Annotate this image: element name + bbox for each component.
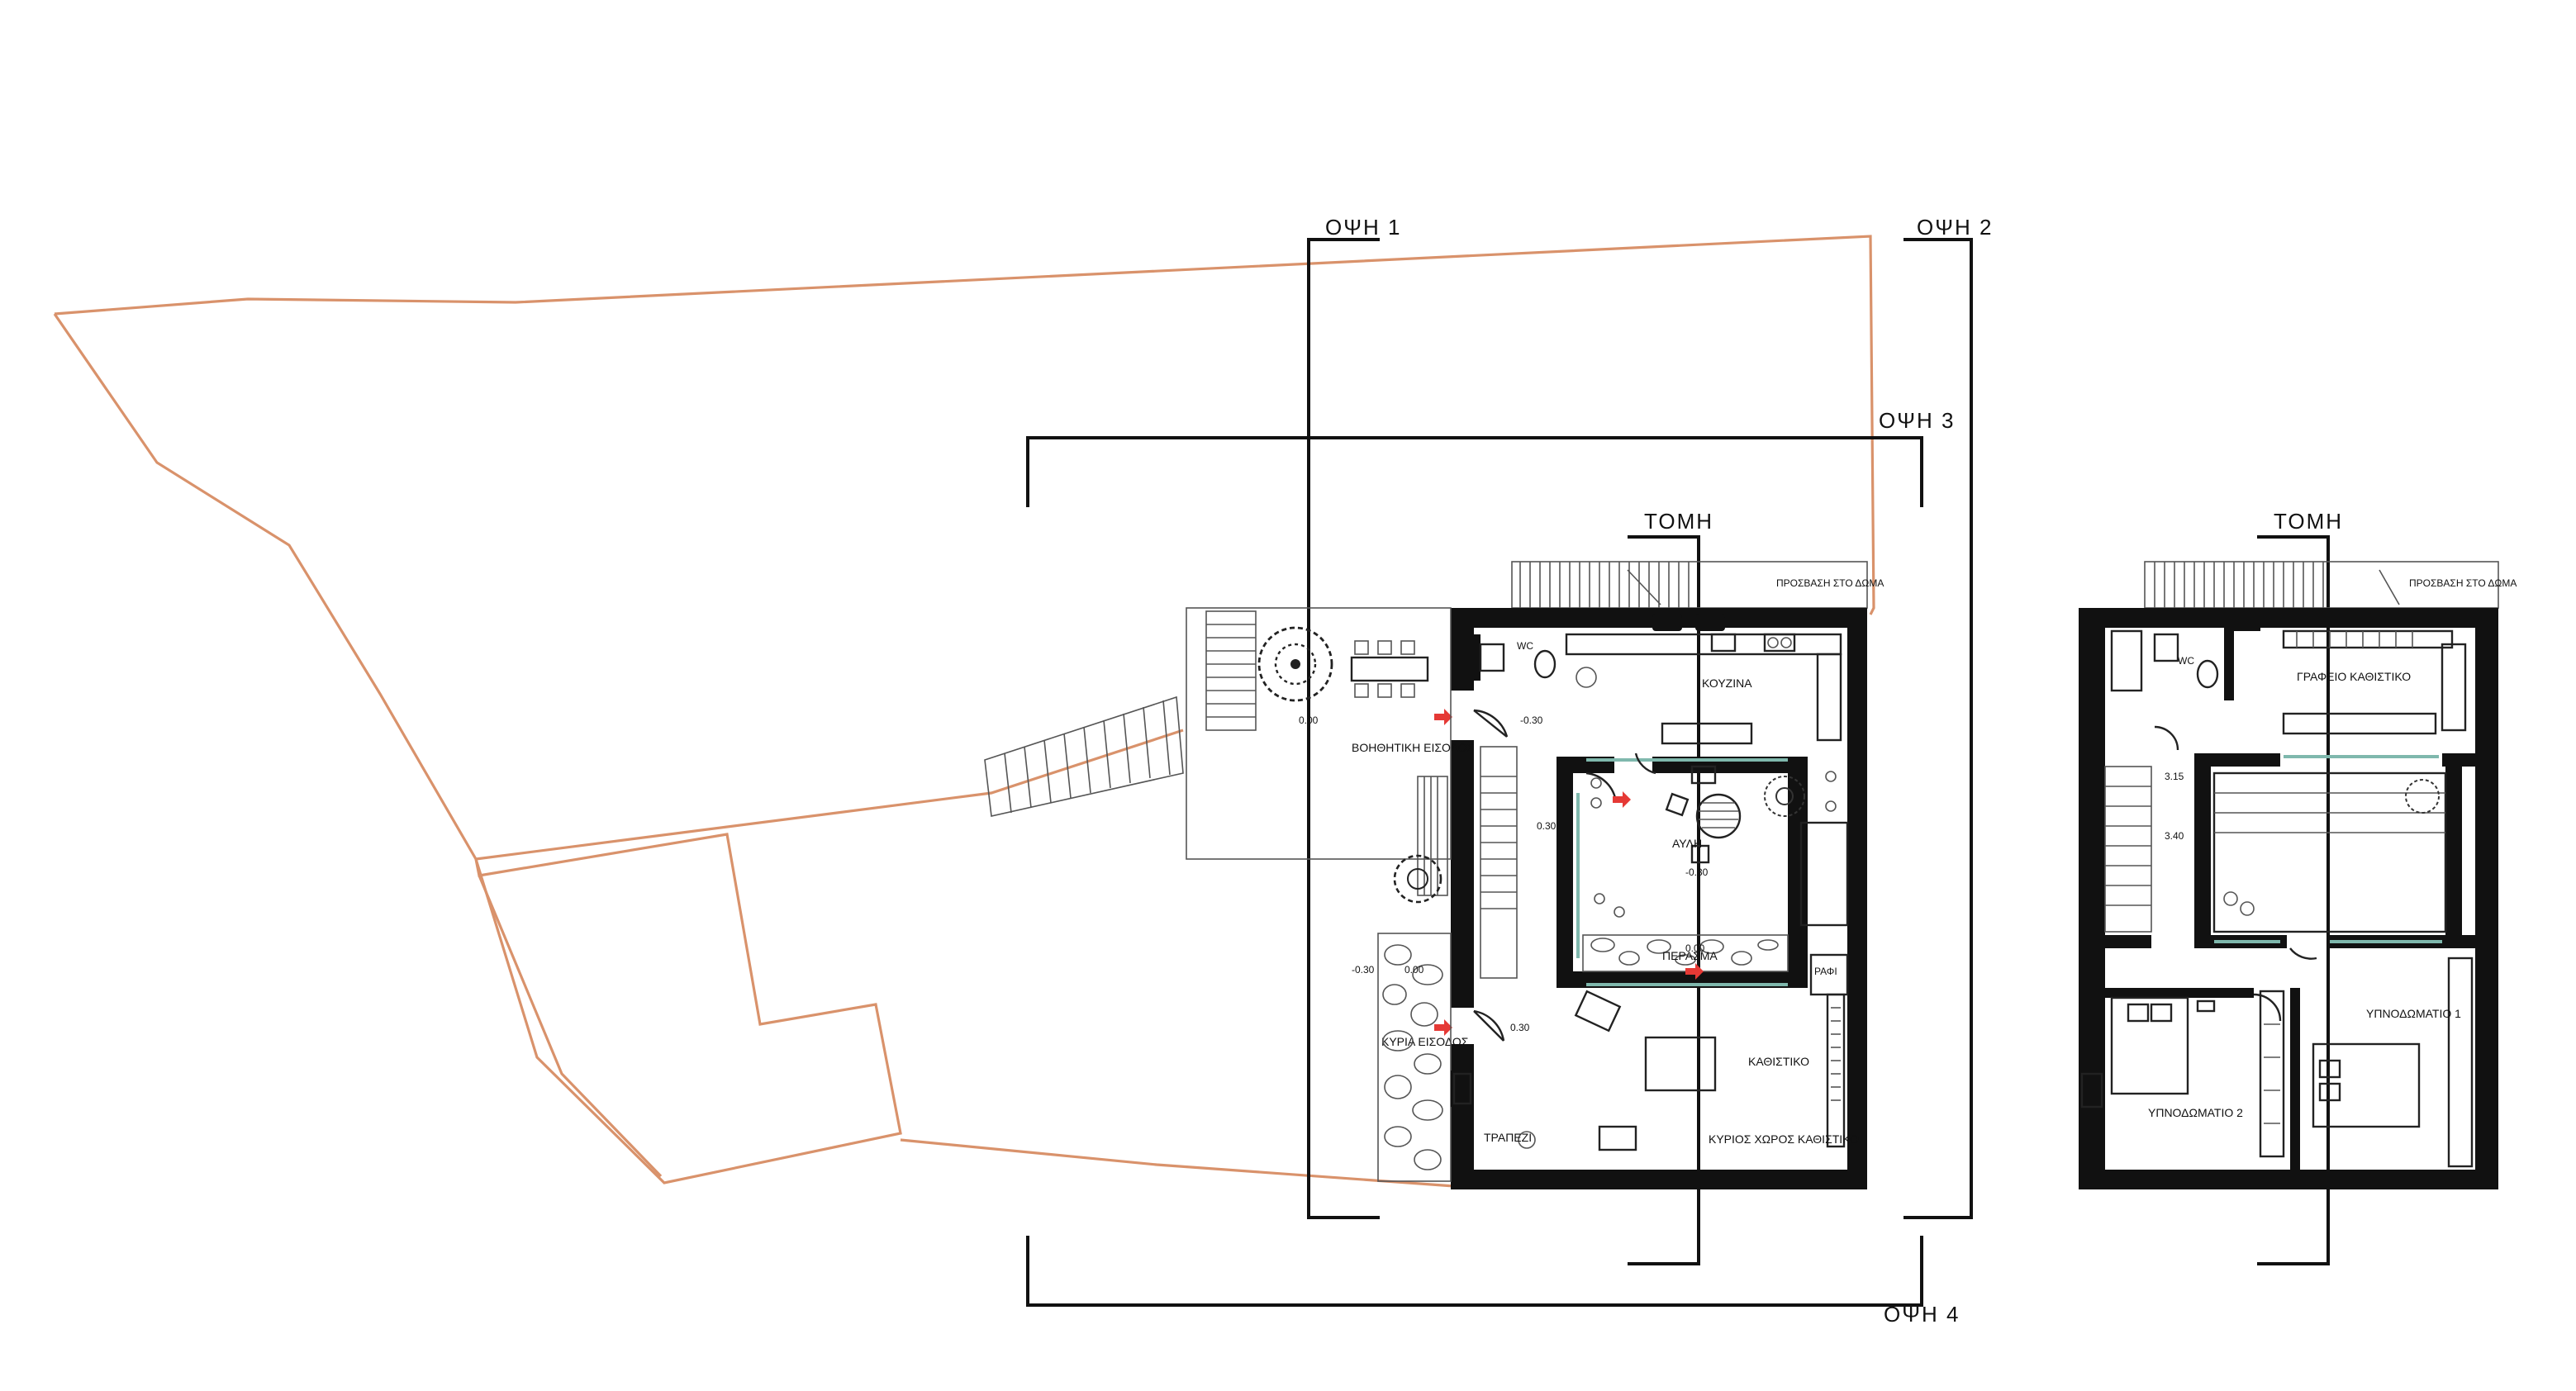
section-cut-ground-label: ΤΟΜΗ [1644,509,1713,534]
svg-text:0.30: 0.30 [1537,820,1557,832]
workspace-label: ΓΡΑΦΕΙΟ ΚΑΘΙΣΤΙΚΟ [2297,670,2411,683]
svg-text:-0.30: -0.30 [1520,714,1543,726]
section-cut-ground: ΤΟΜΗ [1628,509,1713,1265]
ground-levels: 0.00 -0.30 0.30 -0.30 0.00 -0.30 0.00 0.… [1299,714,1709,1033]
view-1-label: ΟΨΗ 1 [1325,215,1401,240]
courtyard: ΑΥΛΗ [1590,765,1849,927]
svg-text:-0.30: -0.30 [1685,866,1709,878]
bedroom-2-label: ΥΠΝΟΔΩΜΑΤΙΟ 2 [2148,1106,2243,1119]
upper-roof-access-label: ΠΡΟΣΒΑΣΗ ΣΤΟ ΔΩΜΑ [2409,577,2517,589]
bedroom-1-label: ΥΠΝΟΔΩΜΑΤΙΟ 1 [2366,1007,2461,1020]
upper-roof-access: ΠΡΟΣΒΑΣΗ ΣΤΟ ΔΩΜΑ [2144,561,2517,609]
view-3-label: ΟΨΗ 3 [1879,408,1955,433]
upper-wc-label: WC [2178,655,2194,667]
bedroom-1: ΥΠΝΟΔΩΜΑΤΙΟ 1 [2259,957,2474,1168]
upper-floor-plan: ΠΡΟΣΒΑΣΗ ΣΤΟ ΔΩΜΑ [2079,561,2517,1189]
living-label: ΚΑΘΙΣΤΙΚΟ [1748,1055,1809,1068]
bedroom-2: ΥΠΝΟΔΩΜΑΤΙΟ 2 [2079,996,2243,1119]
roof-access-label: ΠΡΟΣΒΑΣΗ ΣΤΟ ΔΩΜΑ [1776,577,1884,589]
section-cut-upper-label: ΤΟΜΗ [2274,509,2343,534]
svg-text:0.30: 0.30 [1510,1022,1530,1033]
exterior-terrace [984,607,1474,1182]
ground-floor-plan: ΠΡΟΣΒΑΣΗ ΣΤΟ ΔΩΜΑ [984,561,1884,1189]
upper-glazing [2214,755,2442,943]
passage-label: ΠΕΡΑΣΜΑ [1662,949,1718,962]
svg-text:0.00: 0.00 [1299,714,1319,726]
view-line-2: ΟΨΗ 2 [1903,215,1993,1219]
workspace: ΓΡΑΦΕΙΟ ΚΑΘΙΣΤΙΚΟ [2212,629,2467,933]
upper-walls [2079,608,2498,1189]
svg-text:-0.30: -0.30 [1352,964,1375,976]
view-line-4: ΟΨΗ 4 [1026,1236,1960,1327]
ground-glazing [1576,758,1788,986]
svg-text:0.00: 0.00 [1404,964,1424,976]
svg-text:3.40: 3.40 [2165,830,2184,842]
upper-wc: WC [2110,629,2219,692]
site-outline [53,235,1875,1188]
ground-walls [1451,608,1867,1189]
upper-levels: 3.15 3.40 [2165,771,2184,842]
courtyard-label: ΑΥΛΗ [1672,837,1702,850]
svg-text:0.00: 0.00 [1685,942,1705,954]
kitchen-label: ΚΟΥΖΙΝΑ [1702,677,1752,690]
upper-doors [2154,725,2317,1022]
upper-stair [2104,766,2152,933]
living-room: ΚΑΘΙΣΤΙΚΟ ΡΑΦΙ ΤΡΑΠΕΖΙ ΚΥΡΙΟΣ ΧΩΡΟΣ ΚΑΘΙ… [1484,953,1859,1151]
roof-access-stair: ΠΡΟΣΒΑΣΗ ΣΤΟ ΔΩΜΑ [1511,561,1884,609]
ground-wc-label: WC [1517,640,1533,652]
view-2-label: ΟΨΗ 2 [1917,215,1993,240]
courtyard-plant [1764,776,1805,817]
tree-1 [1257,626,1333,702]
view-line-1: ΟΨΗ 1 [1307,215,1401,1219]
dining-label: ΤΡΑΠΕΖΙ [1484,1131,1532,1144]
kitchen-furniture: ΚΟΥΖΙΝΑ WC [1479,633,1842,745]
svg-text:3.15: 3.15 [2165,771,2184,782]
view-line-3: ΟΨΗ 3 [1026,408,1955,507]
main-living-label: ΚΥΡΙΟΣ ΧΩΡΟΣ ΚΑΘΙΣΤΙΚΟ [1709,1132,1859,1146]
section-cut-upper: ΤΟΜΗ [2257,509,2343,1265]
shelf-label: ΡΑΦΙ [1814,966,1837,977]
view-4-label: ΟΨΗ 4 [1884,1302,1960,1327]
entrance-markers [1434,709,1704,1036]
tree-2 [1393,854,1442,904]
main-entrance-label: ΚΥΡΙΑ ΕΙΣΟΔΟΣ [1381,1035,1469,1048]
service-entrance-label: ΒΟΗΘΗΤΙΚΗ ΕΙΣΟΔΟΣ [1352,741,1475,754]
